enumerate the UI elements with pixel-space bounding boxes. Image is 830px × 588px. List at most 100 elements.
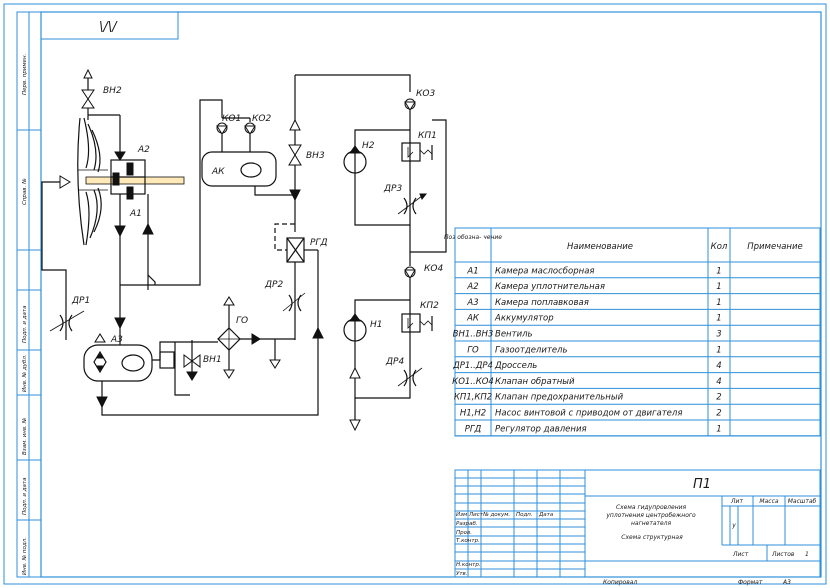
stamp-column-label: Лист bbox=[468, 512, 484, 518]
sheets-value: 1 bbox=[805, 551, 809, 558]
stamp-column-label: Изм bbox=[456, 512, 467, 518]
label-h2: Н2 bbox=[362, 141, 375, 151]
seal-chamber-a2-a1 bbox=[110, 159, 146, 200]
table-cell-qty: 2 bbox=[716, 393, 721, 403]
table-cell-name: Дроссель bbox=[494, 361, 537, 371]
table-cell-qty: 4 bbox=[716, 361, 721, 371]
table-cell-name: Клапан предохранительный bbox=[495, 393, 624, 403]
valve-bh1 bbox=[159, 340, 201, 396]
sheets-label: Листов bbox=[771, 551, 795, 558]
label-k01: КО1 bbox=[222, 114, 241, 124]
table-cell-qty: 1 bbox=[716, 266, 721, 276]
table-cell-qty: 2 bbox=[716, 409, 721, 419]
check-valve-k01 bbox=[216, 122, 228, 152]
lit-value: у bbox=[731, 522, 736, 529]
table-cell-qty: 4 bbox=[716, 377, 721, 387]
label-go: ГО bbox=[236, 316, 248, 326]
relief-valve-kp1 bbox=[401, 142, 433, 162]
stamp-row-label: Пров. bbox=[456, 530, 472, 536]
drawing-description: Схема гидупровления уплотнения центробеж… bbox=[605, 504, 697, 541]
label-a2: А2 bbox=[137, 145, 150, 155]
table-cell-name: Регулятор давления bbox=[495, 424, 587, 434]
table-cell-pos: Н1,Н2 bbox=[460, 409, 486, 419]
table-cell-name: Клапан обратный bbox=[495, 377, 575, 387]
format-value: А3 bbox=[782, 579, 791, 586]
table-header-pos-line: Поз обозна- чение bbox=[444, 234, 502, 241]
table-cell-qty: 1 bbox=[716, 282, 721, 292]
label-k03: КО3 bbox=[416, 89, 435, 99]
sheet-label: Лист bbox=[732, 551, 749, 558]
side-stamp-label: Подп. и дата bbox=[22, 477, 28, 515]
stamp-column-label: Подп. bbox=[516, 512, 533, 518]
side-stamp-label: Справ. № bbox=[22, 178, 28, 205]
scale-label: Масштаб bbox=[788, 498, 817, 505]
stamp-row-label: Утв. bbox=[456, 571, 468, 577]
table-cell-name: Аккумулятор bbox=[494, 314, 554, 324]
table-cell-qty: 1 bbox=[716, 314, 721, 324]
description-line: Схема гидупровления bbox=[616, 504, 687, 511]
label-rgd: РГД bbox=[310, 238, 327, 248]
gas-separator-go bbox=[217, 296, 295, 379]
throttle-dr1 bbox=[49, 310, 85, 332]
table-cell-pos: ВН1..ВН3 bbox=[453, 330, 494, 340]
table-cell-pos: КО1..КО4 bbox=[452, 377, 494, 387]
side-stamp-label: Инв. № дубл. bbox=[22, 354, 28, 392]
label-h1: Н1 bbox=[370, 320, 383, 330]
header-mark: \/\/ bbox=[99, 20, 118, 35]
throttle-dr3 bbox=[397, 193, 428, 215]
throttle-dr2 bbox=[282, 292, 306, 312]
accumulator-ak bbox=[201, 151, 277, 187]
hydraulic-scheme: А2 А1 ВН2 bbox=[41, 68, 447, 432]
table-cell-qty: 1 bbox=[716, 298, 721, 308]
table-cell-qty: 1 bbox=[716, 424, 721, 434]
table-cell-pos: КП1,КП2 bbox=[454, 393, 492, 403]
table-cell-pos: А2 bbox=[466, 282, 478, 292]
impeller-symbol bbox=[77, 117, 108, 246]
label-a3: А3 bbox=[110, 335, 123, 345]
label-dr1: ДР1 bbox=[71, 296, 90, 306]
table-cell-name: Насос винтовой с приводом от двигателя bbox=[495, 409, 682, 419]
side-stamp-label: Подп. и дата bbox=[22, 305, 28, 343]
pressure-regulator-rgd bbox=[274, 223, 319, 410]
label-dr4: ДР4 bbox=[385, 357, 404, 367]
relief-valve-kp2 bbox=[401, 313, 433, 333]
pump-h2 bbox=[343, 145, 367, 174]
stamp-column-label: № докум. bbox=[482, 512, 510, 518]
mass-label: Масса bbox=[759, 498, 778, 505]
label-kp2: КП2 bbox=[420, 301, 439, 311]
label-ak: АК bbox=[211, 167, 225, 177]
format-label: Формат bbox=[738, 579, 763, 586]
table-cell-pos: А1 bbox=[466, 266, 478, 276]
copied-label: Копировал bbox=[603, 579, 637, 586]
table-cell-pos: РГД bbox=[465, 424, 482, 434]
label-bh2: ВН2 bbox=[103, 86, 122, 96]
table-cell-name: Камера поплавковая bbox=[495, 298, 589, 308]
table-cell-pos: А3 bbox=[466, 298, 478, 308]
label-dr2: ДР2 bbox=[264, 280, 283, 290]
table-header-name: Наименование bbox=[567, 242, 633, 252]
stamp-row-label: Н.контр. bbox=[456, 562, 481, 568]
side-stamp-label: Перв. примен. bbox=[22, 53, 28, 95]
title-block bbox=[454, 469, 821, 578]
stamp-column-label: Дата bbox=[538, 512, 554, 518]
side-stamp-label: Инв. № подл. bbox=[22, 537, 28, 575]
label-a1: А1 bbox=[129, 209, 142, 219]
table-cell-name: Газоотделитель bbox=[495, 345, 568, 355]
check-valve-k02 bbox=[222, 117, 256, 152]
table-header-note: Примечание bbox=[747, 242, 803, 252]
table-cell-pos: ГО bbox=[467, 345, 479, 355]
description-line: нагнетателя bbox=[631, 520, 672, 527]
table-header-qty: Кол bbox=[711, 242, 728, 252]
stamp-row-label: Т.контр. bbox=[456, 538, 480, 544]
throttle-dr4 bbox=[397, 367, 423, 387]
doc-code: П1 bbox=[693, 477, 711, 492]
lit-label: Лит bbox=[730, 498, 743, 505]
table-cell-name: Вентиль bbox=[495, 330, 533, 340]
side-stamp bbox=[16, 11, 42, 578]
float-chamber-a3 bbox=[83, 333, 153, 382]
label-kp1: КП1 bbox=[418, 131, 437, 141]
check-valve-k04 bbox=[404, 252, 416, 300]
